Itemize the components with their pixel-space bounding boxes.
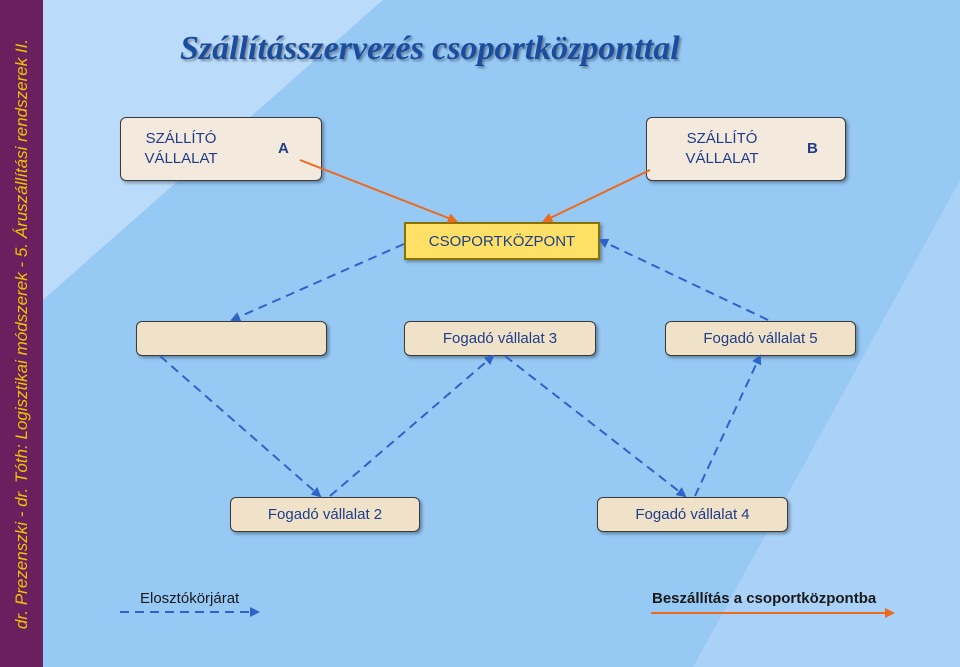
receiver-3: Fogadó vállalat 3 [404, 321, 596, 356]
receiver-1 [136, 321, 327, 356]
supplier-company-b: SZÁLLÍTÓ VÁLLALAT B [646, 117, 846, 181]
supplier-company-a-name: SZÁLLÍTÓ VÁLLALAT [144, 130, 218, 167]
receiver-3-label: Fogadó vállalat 3 [442, 330, 558, 347]
route-receiver-1-to-receiver-2 [159, 355, 322, 498]
supply-arrow-b-to-hub [542, 169, 651, 223]
route-receiver-2-to-receiver-3 [329, 354, 495, 497]
supply-arrow-a-to-hub [299, 159, 458, 223]
legend-distribution-label: Elosztókörjárat [140, 590, 240, 607]
sidebar [0, 0, 43, 667]
receiver-2-label: Fogadó vállalat 2 [267, 506, 383, 523]
page-title: Szállításszervezés csoportközponttal [180, 30, 680, 67]
hub-box: CSOPORTKÖZPONT [404, 222, 600, 260]
route-receiver-3-to-receiver-4 [504, 355, 687, 498]
route-receiver-5-to-hub [598, 238, 769, 321]
receiver-4-label: Fogadó vállalat 4 [635, 506, 750, 523]
receiver-4: Fogadó vállalat 4 [597, 497, 788, 532]
supplier-company-b-name: SZÁLLÍTÓ VÁLLALAT [685, 130, 759, 167]
receiver-5-label: Fogadó vállalat 5 [703, 330, 818, 347]
route-receiver-4-to-receiver-5 [694, 354, 762, 497]
supplier-company-a: SZÁLLÍTÓ VÁLLALAT A [120, 117, 322, 181]
supplier-company-a-letter: A [278, 140, 289, 157]
hub-label: CSOPORTKÖZPONT [428, 232, 576, 250]
legend-supply-label: Beszállítás a csoportközpontba [652, 590, 877, 607]
receiver-2: Fogadó vállalat 2 [230, 497, 420, 532]
supplier-company-b-letter: B [807, 140, 818, 157]
route-hub-to-receiver-1 [230, 243, 405, 322]
